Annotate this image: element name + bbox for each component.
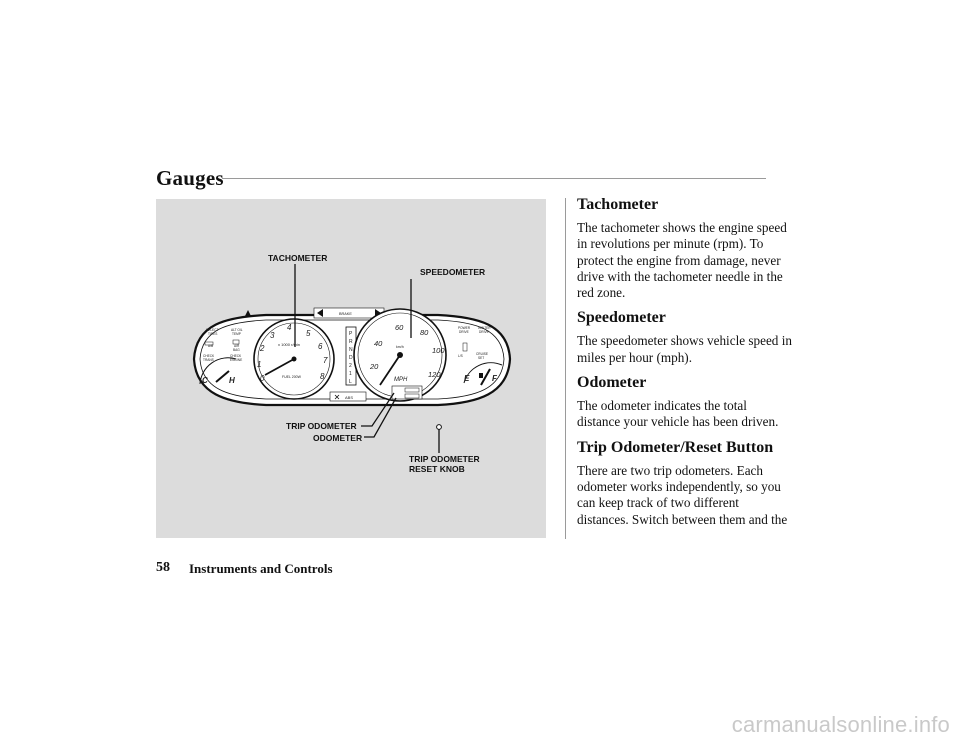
tach-tick-6: 6: [318, 342, 323, 351]
svg-text:CRUISE: CRUISE: [476, 352, 488, 356]
speed-tick-40: 40: [374, 339, 383, 348]
svg-text:BAG: BAG: [233, 348, 240, 352]
tachometer-gauge: 0 1 2 3 4 5 6 7 8 x 1000 r/min FUEL 200W: [253, 318, 335, 400]
abs-indicator: ABS: [329, 391, 367, 402]
title-rule: [222, 178, 766, 179]
callout-tachometer: TACHOMETER: [268, 253, 327, 263]
speedometer-gauge: 20 40 60 80 100 120 MPH km/h: [353, 308, 447, 402]
speedometer-needle: [379, 354, 401, 386]
callout-speedometer: SPEEDOMETER: [420, 267, 485, 277]
svg-text:DRIVE: DRIVE: [459, 330, 469, 334]
abs-label: ABS: [345, 395, 353, 400]
callout-reset-knob-line2: RESET KNOB: [409, 464, 465, 474]
temperature-gauge: C H: [199, 357, 237, 385]
gear-d: D: [349, 355, 353, 361]
fuel-pump-icon: [479, 373, 483, 378]
brake-label: BRAKE: [339, 312, 352, 316]
section-heading: Odometer: [577, 374, 647, 392]
callout-odometer: ODOMETER: [313, 433, 362, 443]
section-trip-odometer: Trip Odometer/Reset Button There are two…: [577, 439, 792, 528]
trip-reset-knob: [436, 424, 442, 430]
footer-section-label: Instruments and Controls: [189, 561, 333, 576]
gear-r: R: [349, 339, 353, 345]
svg-text:TRANS: TRANS: [203, 358, 214, 362]
svg-text:CHECK: CHECK: [230, 354, 242, 358]
watermark: carmanualsonline.info: [731, 712, 950, 737]
tach-tick-5: 5: [306, 329, 311, 338]
svg-text:AIR: AIR: [234, 344, 240, 348]
section-tachometer: Tachometer The tachometer shows the engi…: [577, 196, 792, 301]
svg-text:A/B: A/B: [208, 344, 213, 348]
text-column: Tachometer The tachometer shows the engi…: [577, 196, 792, 536]
svg-text:SET: SET: [478, 356, 484, 360]
speedometer-unit: MPH: [394, 377, 408, 383]
speed-tick-80: 80: [420, 328, 429, 337]
section-body: The tachometer shows the engine speed in…: [577, 220, 787, 301]
svg-text:L/S: L/S: [458, 354, 463, 358]
section-body: The odometer indicates the total distanc…: [577, 398, 779, 430]
gear-indicator: P R N D 2 1 L: [345, 326, 357, 386]
section-body: There are two trip odometers. Each odome…: [577, 462, 788, 527]
speed-tick-60: 60: [395, 323, 404, 332]
temp-hot-label: H: [229, 376, 235, 385]
page-number: 58: [156, 560, 170, 575]
speed-tick-100: 100: [432, 346, 445, 355]
gear-n: N: [349, 347, 353, 353]
gear-l: L: [349, 379, 352, 385]
tach-tick-4: 4: [287, 323, 292, 332]
callout-leaders: [294, 264, 440, 453]
tach-tick-2: 2: [259, 344, 265, 353]
fuel-empty-label: E: [464, 374, 470, 383]
tachometer-needle: [264, 358, 295, 376]
abs-warning-icon: [334, 394, 340, 400]
seatbelt-warning-icon: [245, 310, 251, 316]
gear-p: P: [349, 331, 353, 337]
fuel-economy-label: FUEL 200W: [282, 375, 302, 379]
svg-text:ENGINE: ENGINE: [230, 358, 242, 362]
speedometer-kmh-unit: km/h: [396, 345, 404, 349]
svg-text:CHECK: CHECK: [203, 354, 215, 358]
section-odometer: Odometer The odometer indicates the tota…: [577, 374, 792, 431]
fuel-full-label: F: [492, 374, 498, 383]
tachometer-tick-labels: 0 1 2 3 4 5 6 7 8: [257, 323, 328, 383]
fuel-gauge: E F: [463, 362, 503, 386]
section-speedometer: Speedometer The speedometer shows vehicl…: [577, 309, 792, 366]
speed-tick-120: 120: [428, 370, 441, 379]
column-divider: [565, 198, 566, 539]
tach-tick-8: 8: [320, 372, 325, 381]
speed-tick-20: 20: [369, 362, 379, 371]
callout-reset-knob-line1: TRIP ODOMETER: [409, 454, 480, 464]
svg-text:TEMP: TEMP: [232, 332, 241, 336]
page-title: Gauges: [156, 166, 224, 190]
gear-1: 1: [349, 371, 352, 377]
tach-tick-0: 0: [260, 374, 265, 383]
section-body: The speedometer shows vehicle speed in m…: [577, 333, 792, 365]
svg-text:SELECT: SELECT: [206, 328, 218, 332]
svg-text:ALT OIL: ALT OIL: [231, 328, 243, 332]
odometer-display: [391, 385, 423, 400]
tach-tick-7: 7: [323, 356, 328, 365]
tach-tick-1: 1: [257, 360, 261, 369]
tach-tick-3: 3: [270, 331, 275, 340]
svg-text:TIRES: TIRES: [208, 332, 217, 336]
tachometer-unit: x 1000 r/min: [278, 342, 300, 347]
gear-2: 2: [349, 363, 352, 369]
section-heading: Trip Odometer/Reset Button: [577, 438, 774, 456]
left-turn-arrow-icon: [317, 309, 323, 317]
svg-text:WINTER: WINTER: [478, 326, 491, 330]
temp-cold-label: C: [202, 376, 208, 385]
svg-text:POWER: POWER: [458, 326, 471, 330]
section-heading: Speedometer: [577, 309, 666, 327]
callout-trip-odometer: TRIP ODOMETER: [286, 421, 357, 431]
section-heading: Tachometer: [577, 196, 659, 213]
svg-text:DRIVE: DRIVE: [479, 330, 489, 334]
